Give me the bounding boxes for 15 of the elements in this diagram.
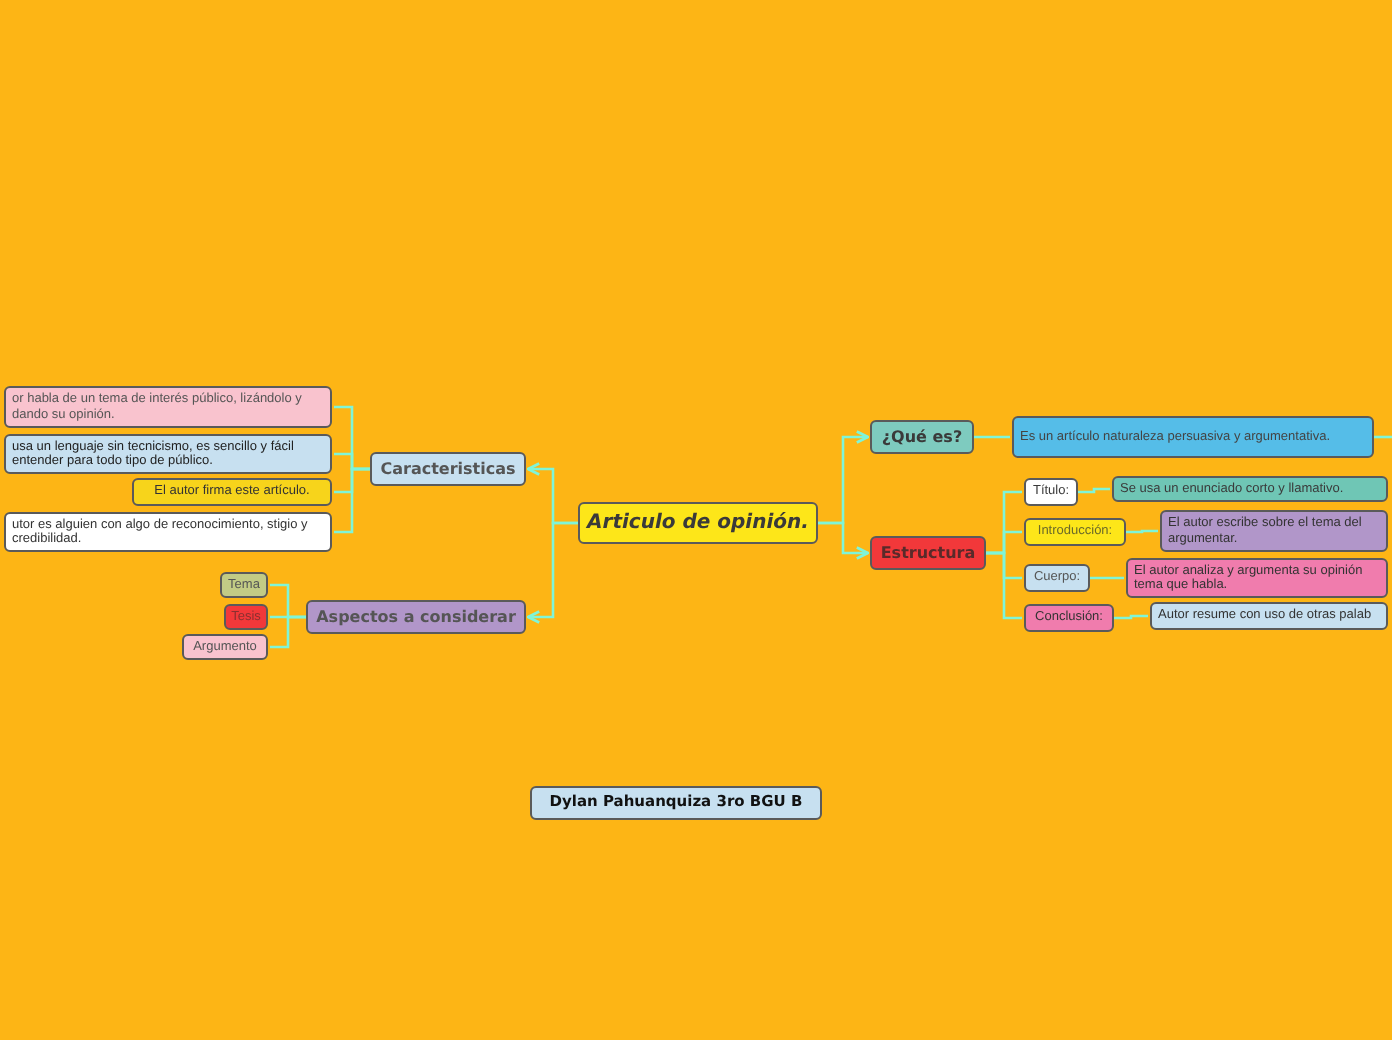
- topic-box: Aspectos a considerar: [306, 600, 526, 634]
- connector-line: [1114, 614, 1148, 620]
- topic-box: ¿Qué es?: [870, 420, 974, 454]
- arrow: [526, 521, 578, 624]
- connector-line: [974, 435, 1010, 439]
- connector-line: [270, 615, 306, 649]
- topic-box: Caracteristicas: [370, 452, 526, 486]
- connector-line: [1126, 529, 1158, 534]
- connector-line: [1078, 487, 1110, 494]
- central-topic-box: Articulo de opinión.: [578, 502, 818, 544]
- arrow: [818, 521, 870, 560]
- topic-box: Estructura: [870, 536, 986, 570]
- connector-line: [334, 467, 370, 534]
- connector-line: [1090, 576, 1124, 580]
- connector-line: [986, 551, 1022, 620]
